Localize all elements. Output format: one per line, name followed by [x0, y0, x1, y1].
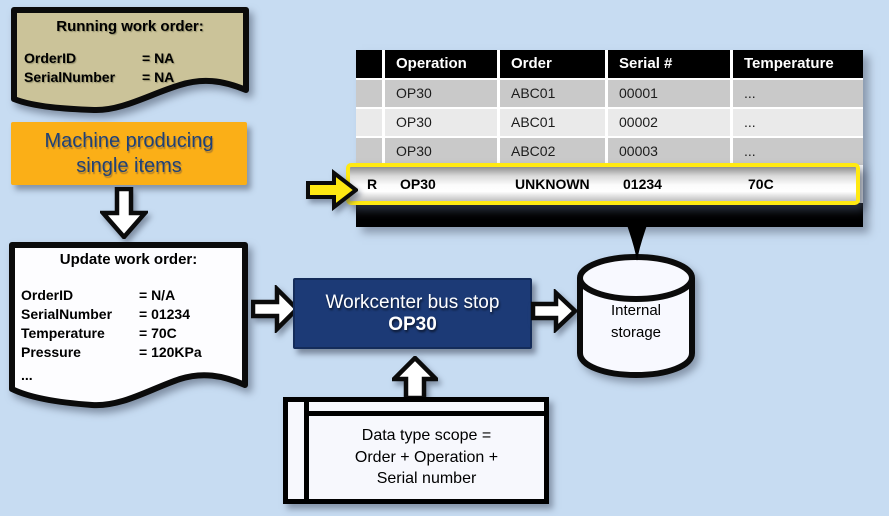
up-arrow-icon: [392, 356, 438, 400]
running-doc-field: SerialNumber = NA: [24, 68, 250, 87]
field-label: ...: [21, 367, 33, 383]
table-row: OP30 ABC01 00001 ...: [356, 80, 863, 107]
table-cell: 00003: [608, 138, 730, 165]
table-cell: ABC02: [500, 138, 605, 165]
data-type-scope-box: Data type scope = Order + Operation + Se…: [283, 397, 549, 504]
database-cylinder-icon: [577, 254, 695, 379]
table-cell: [356, 80, 382, 107]
field-value: [139, 366, 249, 385]
running-work-order-document-shape: [11, 7, 249, 114]
table-cell: [356, 138, 382, 165]
table-callout-tail: [627, 225, 647, 261]
table-cell: 00002: [608, 109, 730, 136]
update-doc-field: Temperature = 70C: [21, 324, 249, 343]
table-header-cell: Serial #: [608, 50, 730, 78]
field-value: = N/A: [139, 287, 176, 303]
table-header-cell: [356, 50, 382, 78]
right-arrow-icon: [251, 285, 299, 333]
update-doc-field: OrderID = N/A: [21, 286, 249, 305]
field-value: = NA: [142, 69, 175, 85]
running-doc-field: OrderID = NA: [24, 49, 250, 68]
field-label: OrderID: [21, 287, 74, 303]
table-cell: [356, 109, 382, 136]
field-label: SerialNumber: [21, 306, 113, 322]
table-cell: ...: [733, 109, 863, 136]
update-doc-field: Pressure = 120KPa: [21, 343, 249, 362]
table-cell: OP30: [400, 176, 436, 192]
right-arrow-icon: [531, 289, 577, 333]
internal-storage-label: Internal storage: [610, 302, 662, 341]
machine-producing-box: Machine producing single items: [11, 122, 247, 185]
table-header-row: Operation Order Serial # Temperature: [356, 50, 863, 78]
field-label: SerialNumber: [24, 69, 116, 85]
table-cell: 00001: [608, 80, 730, 107]
highlighted-table-row: R OP30 UNKNOWN 01234 70C: [346, 163, 860, 205]
table-row: OP30 ABC01 00002 ...: [356, 109, 863, 136]
field-value: = 01234: [139, 306, 190, 322]
table-cell: ABC01: [500, 80, 605, 107]
running-work-order-content: Running work order: OrderID = NA SerialN…: [10, 6, 250, 87]
table-cell: 01234: [623, 176, 662, 192]
table-cell: OP30: [385, 80, 497, 107]
table-cell: UNKNOWN: [515, 176, 590, 192]
table-cell: ...: [733, 80, 863, 107]
field-label: OrderID: [24, 50, 77, 66]
table-cell: ...: [733, 138, 863, 165]
update-doc-title: Update work order:: [59, 251, 198, 268]
field-value: = 120KPa: [139, 344, 202, 360]
table-bottom-band: [356, 203, 863, 227]
scope-box-left-divider: [304, 402, 309, 499]
table-cell: OP30: [385, 109, 497, 136]
field-value: = NA: [142, 50, 175, 66]
table-cell: 70C: [748, 176, 774, 192]
down-arrow-icon: [100, 187, 148, 239]
data-type-scope-label: Data type scope = Order + Operation + Se…: [354, 427, 499, 488]
workcenter-label: Workcenter bus stop: [325, 291, 500, 313]
table-row: OP30 ABC02 00003 ...: [356, 138, 863, 165]
table-header-cell: Order: [500, 50, 605, 78]
running-doc-title: Running work order:: [56, 18, 204, 35]
workcenter-op-code: OP30: [388, 313, 437, 335]
field-label: Pressure: [21, 344, 81, 360]
table-header-cell: Operation: [385, 50, 497, 78]
table-cell: OP30: [385, 138, 497, 165]
yellow-pointer-arrow-icon: [306, 169, 358, 211]
table-cell: ABC01: [500, 109, 605, 136]
table-cell: R: [367, 176, 378, 192]
field-label: Temperature: [21, 325, 105, 341]
field-value: = 70C: [139, 325, 177, 341]
update-doc-field: SerialNumber = 01234: [21, 305, 249, 324]
update-work-order-content: Update work order: OrderID = N/A SerialN…: [8, 241, 249, 385]
update-doc-field: ...: [21, 366, 249, 385]
scope-box-top-divider: [309, 411, 544, 416]
workcenter-bus-stop-box: Workcenter bus stop OP30: [293, 278, 532, 349]
table-header-cell: Temperature: [733, 50, 863, 78]
update-work-order-document-shape: [9, 242, 248, 409]
